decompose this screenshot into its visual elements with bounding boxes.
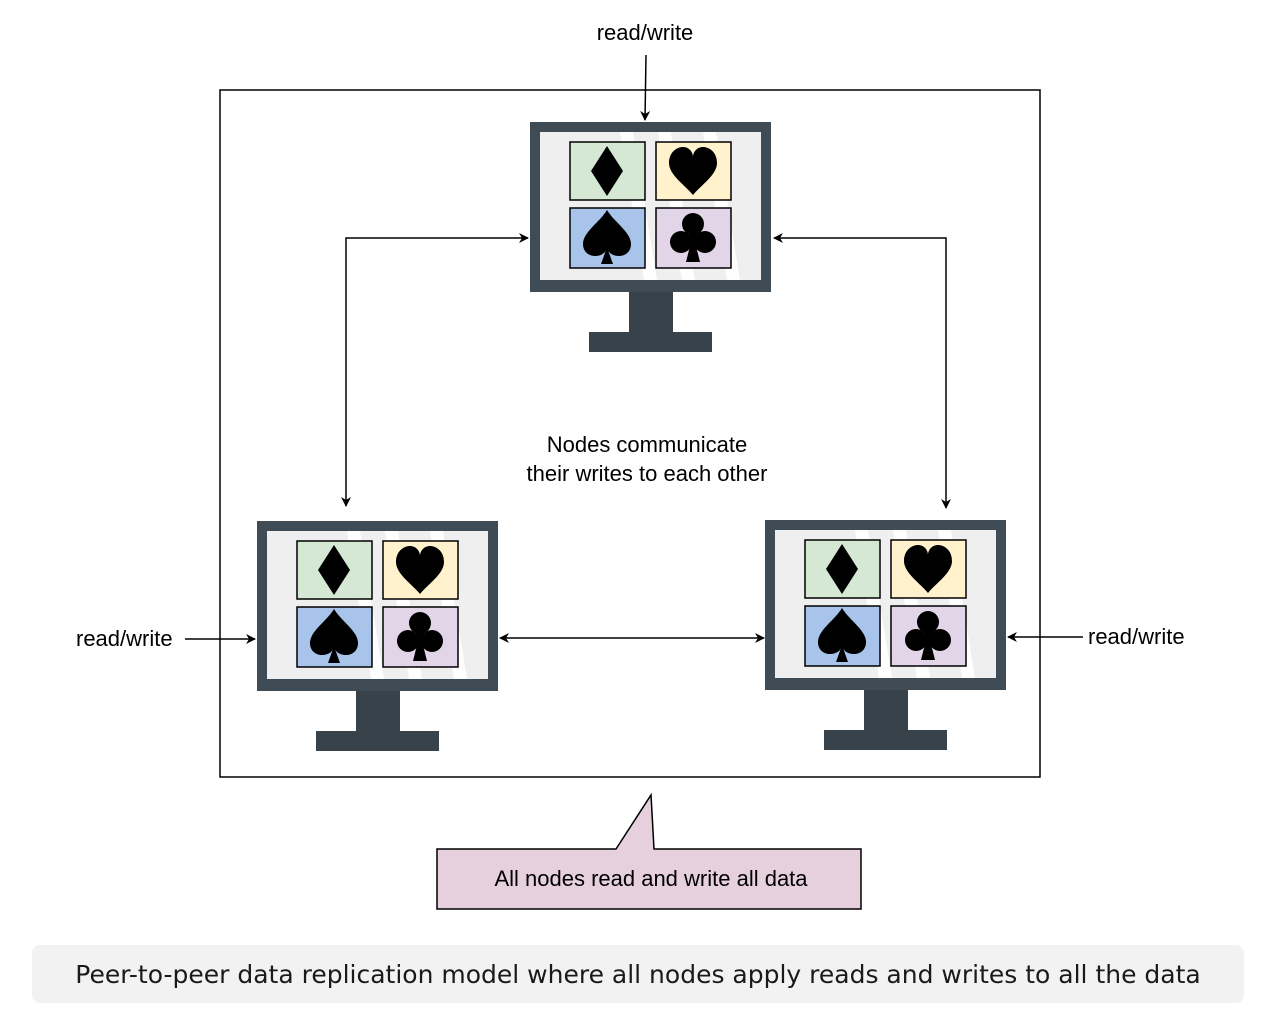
node-bottom-right-monitor [765, 520, 1006, 750]
right-read-write-label: read/write [1088, 624, 1185, 649]
callout-text: All nodes read and write all data [494, 866, 808, 891]
top-to-left-connector [341, 233, 529, 507]
center-note-line1: Nodes communicate [546, 432, 748, 457]
center-note-line2: their writes to each other [526, 461, 768, 486]
top-read-write-label: read/write [596, 20, 694, 45]
callout-box [436, 792, 862, 910]
center-note: Nodes communicate their writes to each o… [527, 430, 768, 488]
cluster-box [219, 89, 1041, 778]
top-to-right-connector [773, 233, 951, 509]
left-read-write-label: read/write [76, 626, 173, 651]
figure-caption: Peer-to-peer data replication model wher… [32, 945, 1244, 1003]
node-bottom-left-monitor [257, 521, 498, 751]
node-top-monitor [530, 122, 771, 352]
top-read-write-arrow [640, 54, 651, 121]
